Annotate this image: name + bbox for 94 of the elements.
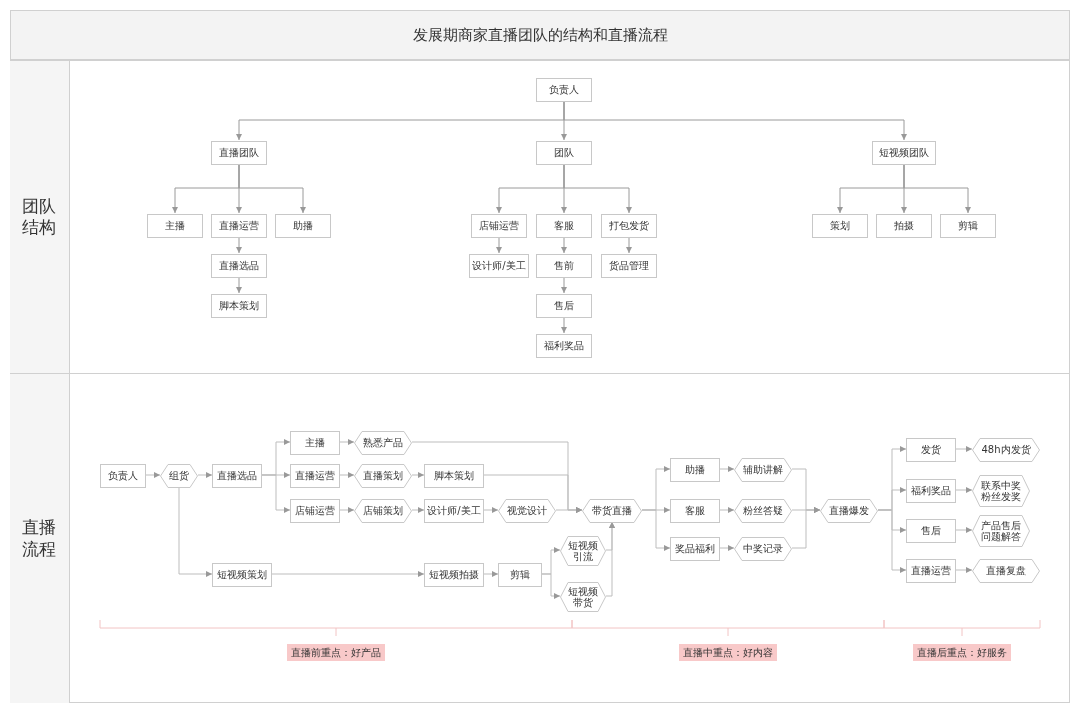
org-box: 策划	[812, 214, 868, 238]
connector-arrow	[719, 466, 735, 472]
org-box: 直播团队	[211, 141, 267, 165]
process-box: 直播运营	[290, 464, 340, 488]
phase-label: 直播后重点：好服务	[913, 644, 1011, 661]
step-hexagon: 直播策划	[354, 464, 412, 488]
connector-arrow	[641, 509, 671, 551]
connector-arrow	[626, 236, 632, 254]
step-hexagon: 短视频引流	[560, 536, 606, 566]
process-box: 助播	[670, 458, 720, 482]
connector-arrow	[271, 571, 425, 577]
process-box: 脚本策划	[424, 464, 484, 488]
process-box: 负责人	[100, 464, 146, 488]
step-hexagon: 店铺策划	[354, 499, 412, 523]
connector-arrow	[339, 439, 355, 445]
process-box: 店铺运营	[290, 499, 340, 523]
process-box: 剪辑	[498, 563, 542, 587]
phase-label: 直播中重点：好内容	[679, 644, 777, 661]
connector-arrow	[563, 163, 632, 214]
process-box: 发货	[906, 438, 956, 462]
process-box: 售后	[906, 519, 956, 543]
org-box: 主播	[147, 214, 203, 238]
org-box: 客服	[536, 214, 592, 238]
title: 发展期商家直播团队的结构和直播流程	[412, 24, 668, 46]
org-box: 助播	[275, 214, 331, 238]
connector-arrow	[145, 472, 161, 478]
org-box: 货品管理	[601, 254, 657, 278]
process-box: 主播	[290, 431, 340, 455]
connector-arrow	[541, 573, 561, 599]
step-hexagon: 带货直播	[582, 499, 642, 523]
org-box: 剪辑	[940, 214, 996, 238]
connector-arrow	[411, 507, 425, 513]
connector-arrow	[178, 486, 213, 577]
process-box: 短视频策划	[212, 563, 272, 587]
connector-arrow	[955, 527, 973, 533]
connector-arrow	[496, 236, 502, 254]
connector-arrow	[955, 446, 973, 452]
connector-arrow	[236, 236, 242, 254]
connector-arrow	[483, 571, 499, 577]
connector-arrow	[555, 507, 583, 513]
connector-arrow	[561, 236, 567, 254]
step-hexagon: 中奖记录	[734, 537, 792, 561]
org-box: 售前	[536, 254, 592, 278]
org-box: 店铺运营	[471, 214, 527, 238]
connector-arrow	[563, 100, 907, 141]
step-hexagon: 熟悉产品	[354, 431, 412, 455]
org-box: 直播运营	[211, 214, 267, 238]
connector-arrow	[339, 507, 355, 513]
connector-arrow	[605, 521, 615, 597]
connector-arrow	[261, 474, 291, 513]
process-box: 设计师/美工	[424, 499, 484, 523]
connector-arrow	[719, 545, 735, 551]
connector-arrow	[903, 163, 971, 214]
step-hexagon: 组货	[160, 464, 198, 488]
connector-arrow	[238, 163, 306, 214]
process-box: 客服	[670, 499, 720, 523]
org-box: 团队	[536, 141, 592, 165]
step-hexagon: 直播爆发	[820, 499, 878, 523]
connector-arrow	[197, 472, 213, 478]
step-hexagon: 产品售后问题解答	[972, 515, 1030, 547]
org-box: 打包发货	[601, 214, 657, 238]
step-hexagon: 粉丝答疑	[734, 499, 792, 523]
step-hexagon: 48h内发货	[972, 438, 1040, 462]
org-box: 脚本策划	[211, 294, 267, 318]
process-box: 直播选品	[212, 464, 262, 488]
process-box: 直播运营	[906, 559, 956, 583]
phase-label: 直播前重点：好产品	[287, 644, 385, 661]
org-box: 福利奖品	[536, 334, 592, 358]
lane-label: 直播流程	[21, 517, 58, 560]
connector-arrow	[483, 507, 499, 513]
org-box: 短视频团队	[872, 141, 936, 165]
connector-arrow	[719, 507, 735, 513]
step-hexagon: 视觉设计	[498, 499, 556, 523]
process-box: 福利奖品	[906, 479, 956, 503]
connector-arrow	[236, 276, 242, 294]
step-hexagon: 联系中奖粉丝发奖	[972, 475, 1030, 507]
org-box: 直播选品	[211, 254, 267, 278]
connector-arrow	[411, 472, 425, 478]
lane-label: 团队结构	[21, 195, 58, 239]
step-hexagon: 直播复盘	[972, 559, 1040, 583]
connector-arrow	[561, 276, 567, 294]
org-box: 售后	[536, 294, 592, 318]
step-hexagon: 辅助讲解	[734, 458, 792, 482]
connector-arrow	[955, 567, 973, 573]
org-box: 拍摄	[876, 214, 932, 238]
connector-arrow	[791, 507, 821, 549]
process-box: 奖品福利	[670, 537, 720, 561]
process-box: 短视频拍摄	[424, 563, 484, 587]
connector-arrow	[955, 487, 973, 493]
org-box: 设计师/美工	[469, 254, 529, 278]
org-box: 负责人	[536, 78, 592, 102]
step-hexagon: 短视频带货	[560, 582, 606, 612]
connector-arrow	[339, 472, 355, 478]
connector-arrow	[561, 316, 567, 334]
